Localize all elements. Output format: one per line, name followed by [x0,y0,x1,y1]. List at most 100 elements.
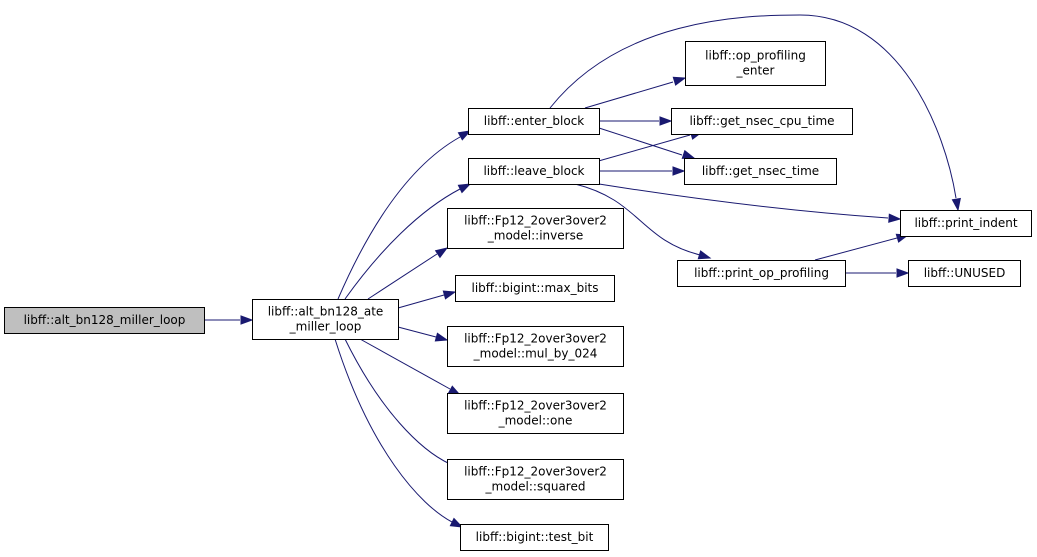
node-label-line: _model::squared [485,480,586,494]
node-print-op-profiling[interactable]: libff::print_op_profiling [677,260,846,287]
node-label-line: libff::print_op_profiling [694,266,829,280]
node-enter-block[interactable]: libff::enter_block [468,108,600,135]
node-box [4,307,205,334]
arrowhead-icon [697,250,712,260]
node-op-profiling-enter[interactable]: libff::op_profiling_enter [685,41,826,86]
edge-leave_block-to-get_nsec_time [599,166,686,176]
node-box [677,260,846,287]
edge-alt_bn128_ate_miller_loop-to-fp12_inverse [367,247,449,300]
arrowhead-icon [457,130,472,141]
node-unused[interactable]: libff::UNUSED [908,260,1021,287]
edge-alt_bn128_ate_miller_loop-to-bigint_test_bit [334,338,464,528]
node-box [447,459,624,500]
node-label-line: _enter [735,64,774,78]
edge-print_op_profiling-to-print_indent [814,233,910,261]
node-box [468,158,600,185]
arrowhead-icon [951,197,961,212]
node-box [455,275,615,302]
node-get-nsec-time[interactable]: libff::get_nsec_time [684,158,837,185]
node-label-line: _model::inverse [487,229,583,243]
edge-print_op_profiling-to-unused [845,268,910,278]
arrowhead-icon [434,332,449,342]
node-box [447,393,624,434]
node-label-line: libff::alt_bn128_miller_loop [24,313,186,327]
node-label-line: libff::Fp12_2over3over2 [464,332,607,346]
arrowhead-icon [681,149,696,159]
node-label-line: libff::bigint::max_bits [472,281,599,295]
edge-line [397,294,445,309]
node-box [447,208,624,249]
edge-enter_block-to-get_nsec_cpu_time [599,116,673,126]
edge-alt_bn128_ate_miller_loop-to-bigint_max_bits [397,290,457,309]
node-label-line: _miller_loop [289,320,362,334]
node-print-indent[interactable]: libff::print_indent [900,210,1032,237]
edge-alt_bn128_ate_miller_loop-to-fp12_squared [344,338,462,469]
node-label-line: libff::get_nsec_time [702,164,819,178]
node-label-line: libff::enter_block [484,114,585,128]
edge-leave_block-to-print_indent [598,183,902,223]
edge-alt_bn128_ate_miller_loop-to-fp12_mul_by_024 [397,326,449,342]
node-label-line: libff::bigint::test_bit [476,530,594,544]
node-box [671,108,853,135]
edge-line [584,81,674,109]
node-fp12-inverse[interactable]: libff::Fp12_2over3over2_model::inverse [447,208,624,249]
edge-line [334,338,453,523]
node-fp12-one[interactable]: libff::Fp12_2over3over2_model::one [447,393,624,434]
node-label-line: libff::get_nsec_cpu_time [689,114,834,128]
node-bigint-max-bits[interactable]: libff::bigint::max_bits [455,275,615,302]
node-label-line: libff::Fp12_2over3over2 [464,399,607,413]
node-label-line: libff::leave_block [483,164,584,178]
arrowhead-icon [457,183,472,194]
node-box [447,326,624,367]
node-leave-block[interactable]: libff::leave_block [468,158,600,185]
edge-alt_bn128_ate_miller_loop-to-enter_block [337,130,472,300]
node-bigint-test-bit[interactable]: libff::bigint::test_bit [460,524,609,551]
node-label-line: libff::Fp12_2over3over2 [464,465,607,479]
node-box [908,260,1021,287]
edge-alt_bn128_miller_loop-to-alt_bn128_ate_miller_loop [204,315,254,325]
arrowhead-icon [659,116,673,126]
edge-leave_block-to-print_op_profiling [574,183,712,260]
arrowhead-icon [896,268,910,278]
node-fp12-mul-by-024[interactable]: libff::Fp12_2over3over2_model::mul_by_02… [447,326,624,367]
node-label-line: libff::UNUSED [924,266,1006,280]
edge-alt_bn128_ate_miller_loop-to-leave_block [344,183,472,300]
edge-line [344,338,451,465]
arrowhead-icon [449,517,464,528]
edge-line [367,253,438,300]
node-box [900,210,1032,237]
node-box [684,158,837,185]
node-alt-bn128-ate-miller-loop[interactable]: libff::alt_bn128_ate_miller_loop [252,299,399,340]
edge-line [574,183,701,256]
edge-enter_block-to-op_profiling_enter [584,76,687,109]
edges-layer [204,14,961,528]
edge-line [397,326,437,338]
edge-alt_bn128_ate_miller_loop-to-fp12_one [359,338,462,396]
node-label-line: libff::print_indent [914,216,1017,230]
node-alt-bn128-miller-loop[interactable]: libff::alt_bn128_miller_loop [4,307,205,334]
node-box [460,524,609,551]
edge-line [594,134,691,163]
node-label-line: libff::op_profiling [705,49,806,63]
arrowhead-icon [888,213,902,223]
node-box [468,108,600,135]
node-label-line: _model::mul_by_024 [473,347,598,361]
node-fp12-squared[interactable]: libff::Fp12_2over3over2_model::squared [447,459,624,500]
arrowhead-icon [240,315,254,325]
edge-line [814,237,898,261]
node-get-nsec-cpu-time[interactable]: libff::get_nsec_cpu_time [671,108,853,135]
arrowhead-icon [442,290,457,300]
edge-line [598,127,683,156]
edge-line [598,183,889,219]
edge-enter_block-to-print_indent [549,14,961,212]
nodes-layer: libff::alt_bn128_miller_loop libff::alt_b… [4,41,1032,551]
edge-line [344,188,461,300]
node-box [252,299,399,340]
edge-line [359,338,451,390]
node-label-line: _model::one [498,414,573,428]
arrowhead-icon [672,166,686,176]
edge-line [549,14,957,199]
node-label-line: libff::alt_bn128_ate [268,305,384,319]
arrowhead-icon [434,247,449,259]
